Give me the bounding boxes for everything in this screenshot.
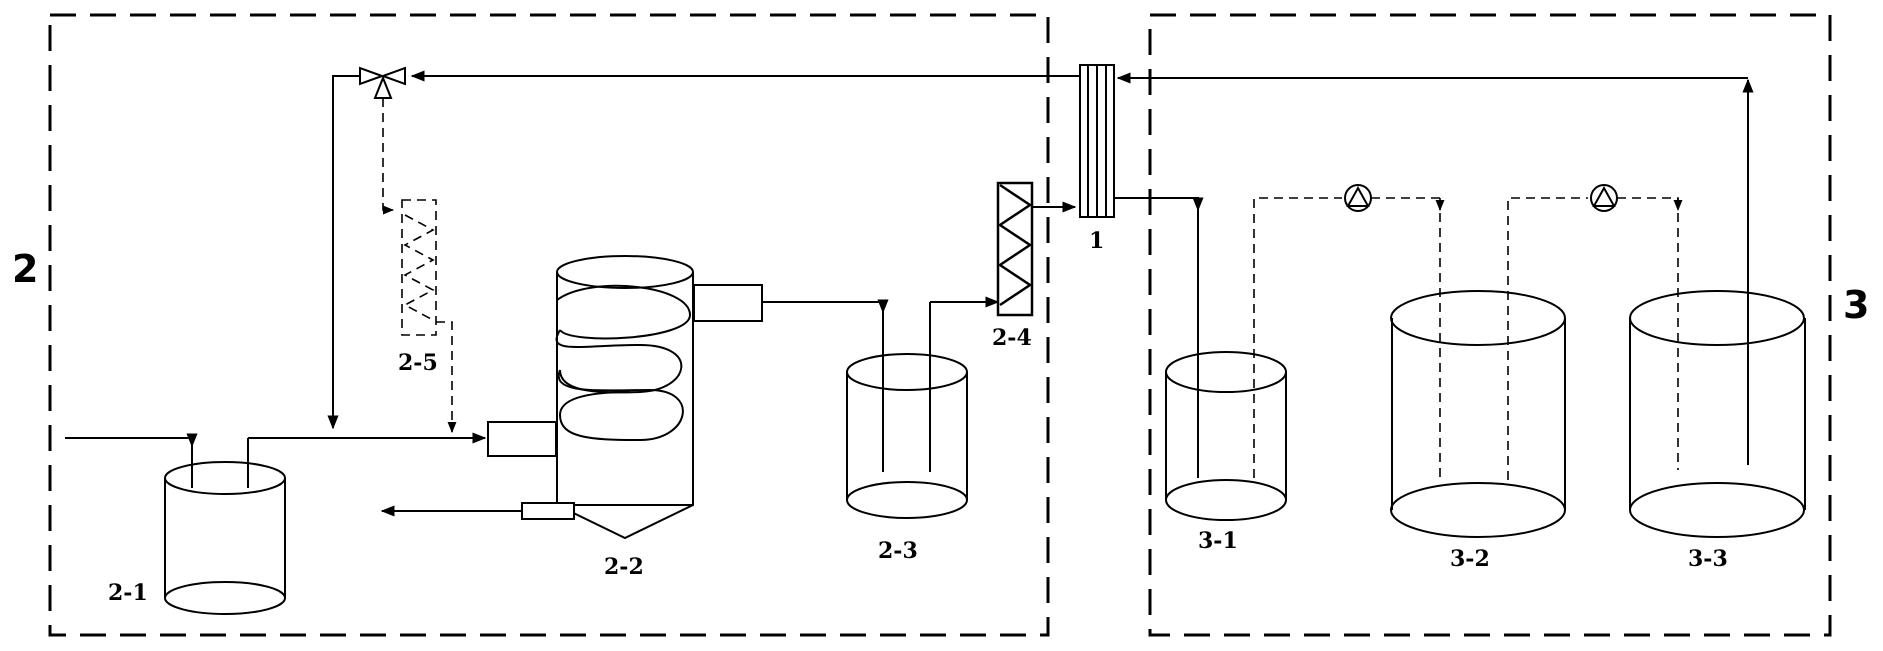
tank-3-1-to-tank-3-2-line: [1253, 197, 1342, 478]
tank-3-3-label: 3-3: [1688, 546, 1728, 572]
column-2-5-outlet-line: [436, 321, 457, 434]
tank-3-2: [1390, 198, 1566, 538]
system-2-label: 2: [12, 247, 38, 291]
reactor-to-tank-2-3-line: [762, 299, 889, 314]
tank-3-1-label: 3-1: [1198, 528, 1238, 554]
recycle-line-left: [327, 75, 360, 430]
valve-to-column-2-5-line: [382, 98, 395, 215]
tank-2-3-label: 2-3: [878, 538, 918, 564]
column-2-4-label: 2-4: [992, 325, 1032, 351]
column-2-5: [401, 199, 437, 336]
system-3-boundary: [1148, 13, 1832, 637]
reactor-2-2-label: 2-2: [604, 554, 644, 580]
system-2-boundary: [48, 13, 1050, 637]
three-way-valve-icon: [359, 66, 406, 99]
reactor-2-2: [487, 255, 763, 540]
column-2-4: [996, 181, 1034, 317]
pump-icon: [1590, 184, 1618, 212]
pump-to-tank-3-2-line: [1371, 197, 1445, 212]
pump-to-tank-3-3-line: [1617, 197, 1683, 212]
exchanger-1: [1079, 64, 1115, 218]
tank-3-3: [1629, 198, 1806, 538]
pump-icon: [1344, 184, 1372, 212]
exchanger-to-tank-3-1-line: [1114, 197, 1204, 212]
tank-3-2-label: 3-2: [1450, 546, 1490, 572]
tank-3-1: [1165, 198, 1287, 521]
tank-3-2-to-tank-3-3-line: [1507, 197, 1588, 480]
tank-2-1: [164, 438, 286, 615]
exchanger-1-label: 1: [1089, 228, 1104, 254]
column-2-5-label: 2-5: [398, 350, 438, 376]
system-3-label: 3: [1843, 283, 1869, 327]
feed-inlet-line: [65, 433, 198, 448]
tank-2-1-label: 2-1: [108, 580, 148, 606]
tank-2-3: [846, 302, 968, 519]
